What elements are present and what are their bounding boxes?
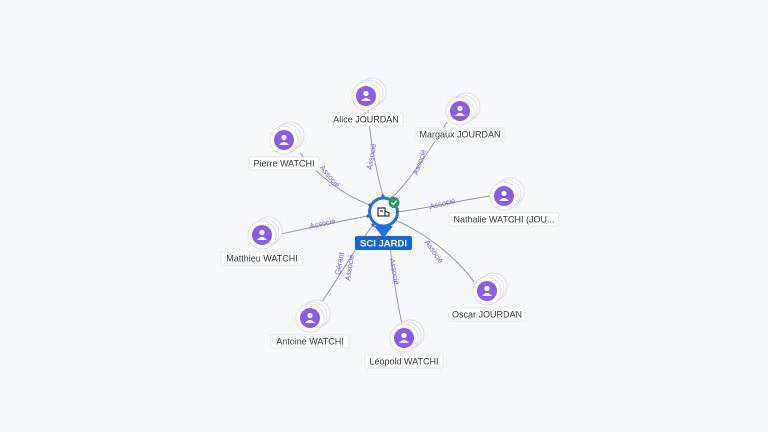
person-name: Alice JOURDAN <box>333 115 399 125</box>
person-icon <box>399 332 409 343</box>
edge-arrow <box>371 223 375 227</box>
relationship-edge <box>396 195 491 213</box>
relationship-label: Associé <box>423 238 445 265</box>
relationship-edge <box>394 219 475 283</box>
map-pin-icon <box>374 226 393 238</box>
person-icon <box>455 105 465 116</box>
person-node[interactable]: Oscar JOURDAN <box>448 272 526 322</box>
relationship-edge <box>319 224 374 305</box>
relationship-edge <box>389 241 403 325</box>
person-node[interactable]: Nathalie WATCHI (JOU... <box>448 177 560 227</box>
person-icon <box>257 229 267 240</box>
person-name: Antoine WATCHI <box>276 337 344 347</box>
relationship-label: Associé <box>318 163 342 189</box>
person-node[interactable]: Margaux JOURDAN <box>414 92 506 142</box>
person-name: Nathalie WATCHI (JOU... <box>453 215 554 225</box>
relationship-label: Gérant <box>333 251 346 276</box>
person-label-box <box>220 251 304 266</box>
person-icon <box>305 312 315 323</box>
building-icon <box>377 207 390 217</box>
person-label-box <box>270 334 350 349</box>
person-node[interactable]: Alice JOURDAN <box>328 77 404 127</box>
person-node[interactable]: Pierre WATCHI <box>248 121 320 171</box>
relationship-label: Associé <box>309 216 337 230</box>
person-node[interactable]: Léopold WATCHI <box>364 319 444 369</box>
person-icon <box>361 90 371 101</box>
person-name: Léopold WATCHI <box>369 357 438 367</box>
relationship-label: Associé <box>388 258 401 285</box>
person-icon <box>482 285 492 296</box>
person-label-box <box>364 354 444 369</box>
company-name: SCI JARDI <box>360 239 407 250</box>
person-label-box <box>248 156 320 171</box>
person-label-box <box>448 307 526 322</box>
relationship-label: Associé <box>429 196 457 211</box>
center-company-node[interactable]: SCI JARDI <box>355 196 412 250</box>
relationship-label: Associé <box>365 143 378 170</box>
person-label-box <box>414 127 506 142</box>
relationship-label: Associé <box>411 148 428 176</box>
person-name: Oscar JOURDAN <box>452 310 522 320</box>
person-label-box <box>448 212 560 227</box>
person-name: Pierre WATCHI <box>253 159 314 169</box>
relationship-label: Associé <box>343 254 356 281</box>
person-name: Margaux JOURDAN <box>419 130 500 140</box>
person-node[interactable]: Antoine WATCHI <box>270 299 350 349</box>
person-node[interactable]: Matthieu WATCHI <box>220 216 304 266</box>
check-icon <box>388 197 400 208</box>
person-label-box <box>328 112 404 127</box>
nodes-layer: Alice JOURDAN Margaux JOURDAN Pierre WATCH… <box>220 77 560 369</box>
person-name: Matthieu WATCHI <box>226 254 298 264</box>
person-icon <box>499 190 509 201</box>
relationship-edge <box>275 215 369 236</box>
person-icon <box>279 134 289 145</box>
company-label-box <box>355 236 412 250</box>
